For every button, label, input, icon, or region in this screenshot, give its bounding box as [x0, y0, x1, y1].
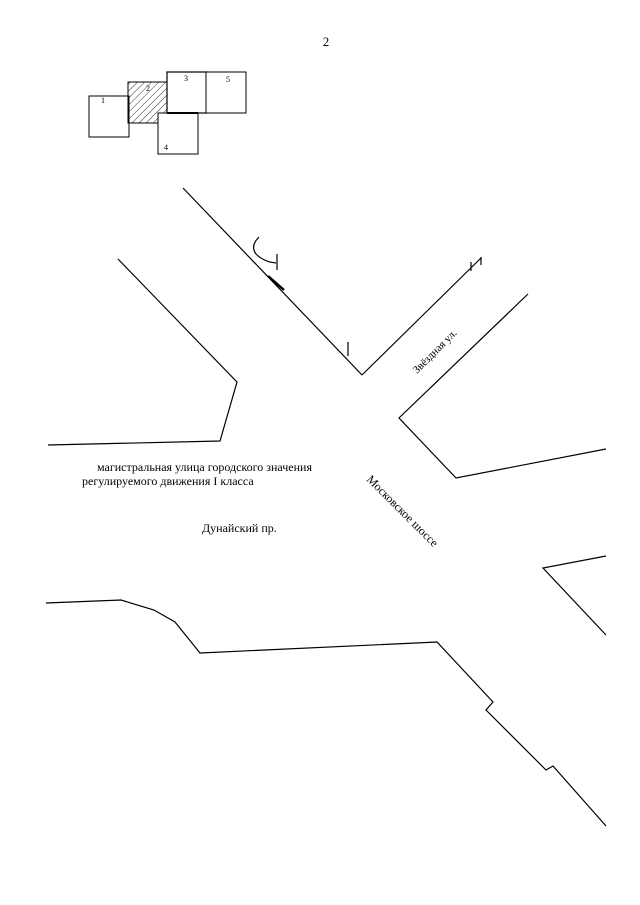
zvezdnaya-curb-notch [253, 236, 277, 264]
sheet-5-frame [205, 71, 247, 114]
zvezdnaya-east-edge [361, 257, 482, 376]
sheet-5-label: 5 [226, 75, 230, 84]
sheet-2-frame-current [127, 81, 169, 124]
road-lines [45, 187, 607, 827]
sheet-1-label: 1 [101, 96, 105, 105]
sheet-3-label: 3 [184, 74, 188, 83]
zvezdnaya-west-edge-thick [267, 275, 285, 291]
moskovskoe-street-label: Московское шоссе [364, 472, 441, 549]
sheet-3-frame [166, 71, 208, 114]
northwest-block-edge [47, 258, 238, 446]
moskovskoe-east-upper-edge [398, 293, 607, 479]
sheet-1-frame [88, 95, 130, 138]
dunaysky-street-label: Дунайский пр. [202, 521, 277, 535]
street-class-label-line2: регулируемого движения I класса [82, 474, 254, 488]
zvezdnaya-street-label: Звёздная ул. [411, 327, 460, 376]
south-block-edge [45, 599, 607, 827]
street-class-label-line1: магистральная улица городского значения [97, 460, 312, 474]
sheet-4-label: 4 [164, 143, 168, 152]
moskovskoe-east-lower-edge [541, 555, 607, 636]
sheet-4-frame [157, 112, 199, 155]
sheet-index-map: 1 2 3 4 5 [88, 71, 247, 155]
sheet-2-label: 2 [146, 84, 150, 93]
page-number: 2 [323, 34, 330, 49]
